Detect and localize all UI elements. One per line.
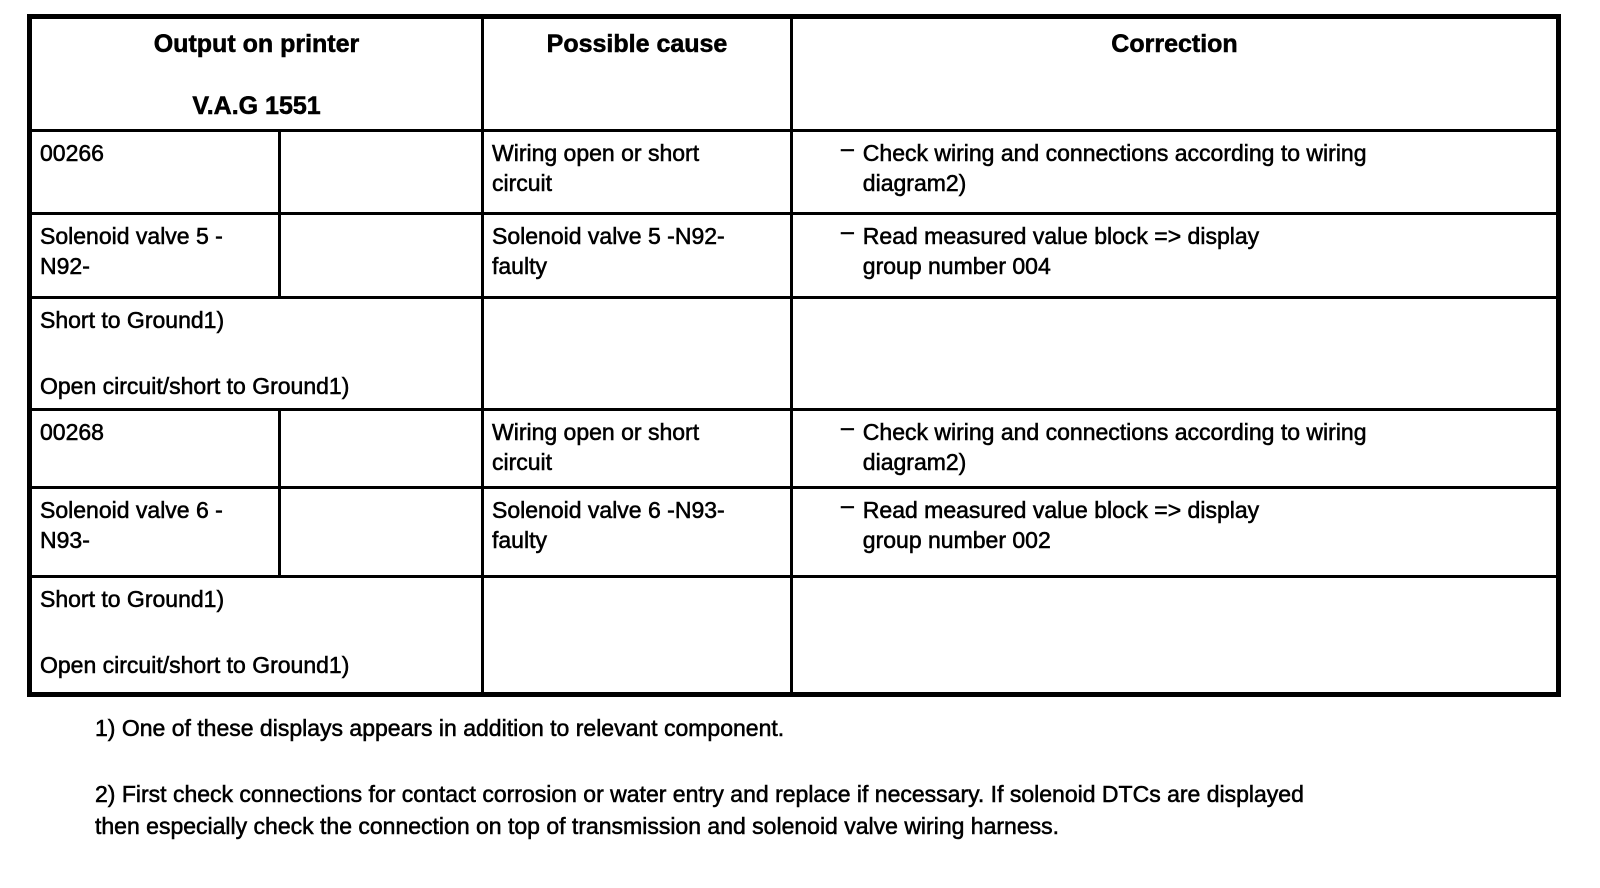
dtc-code: 00268	[40, 419, 105, 446]
component-line: Solenoid valve 6 -	[40, 497, 223, 524]
correction-cell: – Check wiring and connections according…	[790, 408, 1560, 489]
dtc-table: Output on printer V.A.G 1551 Possible ca…	[27, 14, 1561, 697]
correction-dash: –	[841, 414, 854, 441]
correction-cell-empty	[790, 296, 1560, 411]
correction-line: group number 004	[862, 253, 1052, 280]
component-cell: Solenoid valve 6 - N93-	[28, 486, 281, 578]
correction-dash: –	[841, 135, 854, 162]
component-line: N93-	[40, 527, 90, 554]
correction-line: Check wiring and connections according t…	[862, 140, 1367, 167]
header-output-subtitle: V.A.G 1551	[192, 92, 321, 121]
table-header-row: Output on printer V.A.G 1551 Possible ca…	[28, 15, 1560, 132]
correction-line: diagram2)	[862, 449, 967, 476]
display-variant-cell: Short to Ground1) Open circuit/short to …	[28, 296, 484, 411]
dtc-code-cell: 00266	[28, 129, 281, 215]
header-cell-possible-cause: Possible cause	[481, 15, 793, 132]
correction-line: Check wiring and connections according t…	[862, 419, 1367, 446]
cause-line: circuit	[492, 449, 553, 476]
correction-line: group number 002	[862, 527, 1052, 554]
possible-cause-cell-empty	[481, 296, 793, 411]
correction-dash: –	[841, 492, 854, 519]
correction-line: diagram2)	[862, 170, 967, 197]
correction-text: Check wiring and connections according t…	[863, 138, 1367, 198]
cause-line: Solenoid valve 6 -N93-	[492, 497, 725, 524]
cause-line: faulty	[492, 253, 548, 280]
dtc-code-detail-cell-empty	[278, 129, 484, 215]
table-row-00266: 00266 Wiring open or short circuit – Che…	[28, 129, 1560, 215]
display-variant-cell: Short to Ground1) Open circuit/short to …	[28, 575, 484, 696]
correction-text: Read measured value block => display gro…	[862, 221, 1260, 281]
possible-cause-cell: Solenoid valve 5 -N92- faulty	[481, 212, 793, 299]
header-cell-correction: Correction	[790, 15, 1560, 132]
footnote-2-line-1: 2) First check connections for contact c…	[95, 781, 1304, 808]
cause-line: Solenoid valve 5 -N92-	[492, 223, 725, 250]
possible-cause-cell-empty	[481, 575, 793, 696]
header-output-title: Output on printer	[153, 30, 360, 59]
header-cell-output: Output on printer V.A.G 1551	[28, 15, 484, 132]
cause-line: Wiring open or short	[492, 419, 700, 446]
dtc-code-cell: 00268	[28, 408, 281, 489]
possible-cause-cell: Solenoid valve 6 -N93- faulty	[481, 486, 793, 578]
cause-line: faulty	[492, 527, 548, 554]
possible-cause-cell: Wiring open or short circuit	[481, 129, 793, 215]
display-variant-line: Short to Ground1)	[40, 586, 225, 613]
correction-text: Check wiring and connections according t…	[863, 417, 1367, 477]
display-variant-line: Open circuit/short to Ground1)	[40, 373, 350, 400]
component-line: N92-	[40, 253, 90, 280]
correction-dash: –	[841, 218, 854, 245]
correction-cell: – Read measured value block => display g…	[790, 212, 1560, 299]
component-cell: Solenoid valve 5 - N92-	[28, 212, 281, 299]
correction-cell-empty	[790, 575, 1560, 696]
footnote-2-line-2: then especially check the connection on …	[95, 813, 1060, 840]
cause-line: circuit	[492, 170, 553, 197]
cause-line: Wiring open or short	[492, 140, 700, 167]
correction-line: Read measured value block => display	[862, 497, 1260, 524]
correction-line: Read measured value block => display	[862, 223, 1260, 250]
possible-cause-cell: Wiring open or short circuit	[481, 408, 793, 489]
dtc-code: 00266	[40, 140, 105, 167]
footnote-2: 2) First check connections for contact c…	[95, 778, 1545, 842]
table-row-display-variants-2: Short to Ground1) Open circuit/short to …	[28, 575, 1560, 696]
component-detail-cell-empty	[278, 486, 484, 578]
display-variant-line: Short to Ground1)	[40, 307, 225, 334]
table-row-solenoid-valve-6: Solenoid valve 6 - N93- Solenoid valve 6…	[28, 486, 1560, 578]
component-detail-cell-empty	[278, 212, 484, 299]
correction-cell: – Read measured value block => display g…	[790, 486, 1560, 578]
footnote-1: 1) One of these displays appears in addi…	[95, 715, 785, 742]
table-row-solenoid-valve-5: Solenoid valve 5 - N92- Solenoid valve 5…	[28, 212, 1560, 299]
table-row-00268: 00268 Wiring open or short circuit – Che…	[28, 408, 1560, 489]
correction-cell: – Check wiring and connections according…	[790, 129, 1560, 215]
correction-text: Read measured value block => display gro…	[862, 495, 1260, 555]
component-line: Solenoid valve 5 -	[40, 223, 223, 250]
display-variant-line: Open circuit/short to Ground1)	[40, 652, 350, 679]
table-row-display-variants-1: Short to Ground1) Open circuit/short to …	[28, 296, 1560, 411]
dtc-code-detail-cell-empty	[278, 408, 484, 489]
